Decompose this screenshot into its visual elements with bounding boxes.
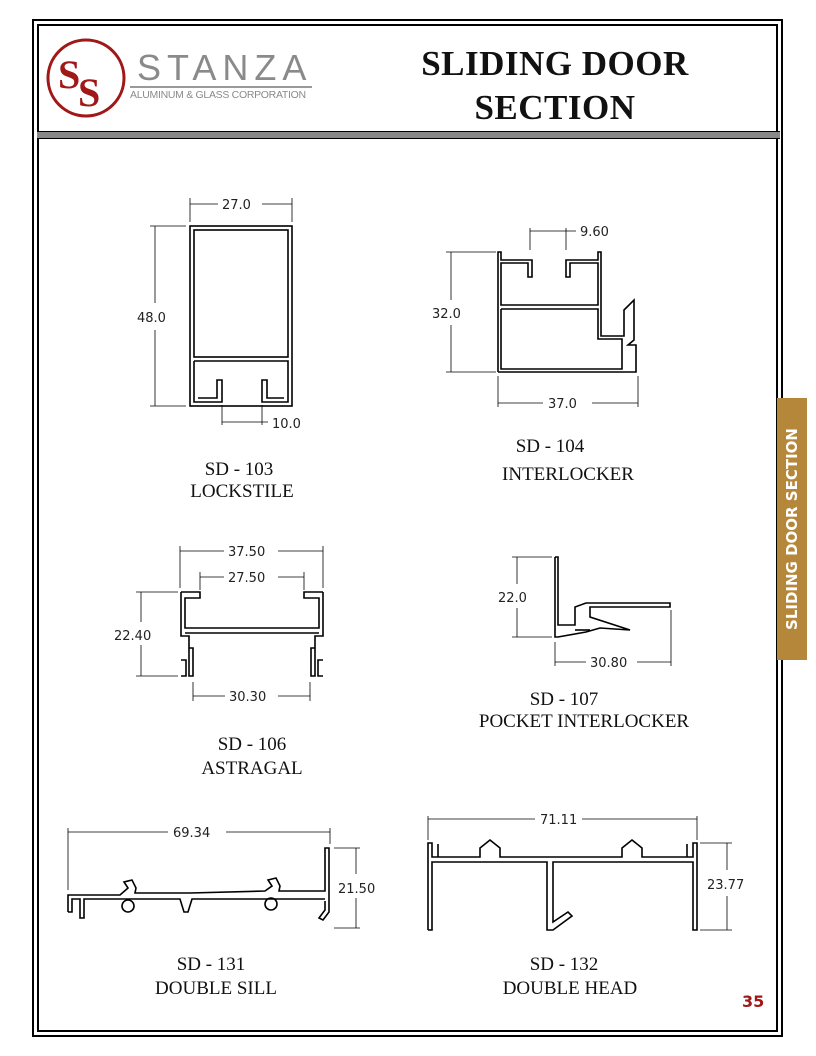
sd-131-drawing: 69.34 21.50	[67, 826, 375, 929]
dim-label: 22.40	[114, 629, 151, 644]
stanza-logo-icon: S S	[46, 38, 126, 118]
section-caption-sd-106: SD - 106 ASTRAGAL	[122, 734, 382, 780]
section-code: SD - 132	[529, 954, 599, 975]
dim-label: 22.0	[498, 591, 527, 606]
section-caption-sd-104: SD - 104 INTERLOCKER	[438, 436, 698, 486]
dim-label: 71.11	[540, 813, 577, 828]
dim-label: 48.0	[137, 311, 166, 326]
section-name: ASTRAGAL	[201, 758, 303, 779]
sd-107-drawing: 22.0 30.80	[498, 556, 672, 671]
side-section-tab: SLIDING DOOR SECTION	[777, 398, 807, 660]
section-code: SD - 103	[204, 459, 274, 480]
profile-outline	[67, 847, 330, 922]
section-code: SD - 106	[217, 734, 287, 755]
profile-outline	[554, 556, 671, 638]
brand-subtitle: ALUMINUM & GLASS CORPORATION	[130, 89, 306, 101]
sd-106-drawing: 37.50 27.50 22.40 30.30	[114, 545, 324, 705]
dim-label: S	[58, 52, 80, 97]
title-line-2: SECTION	[474, 88, 636, 127]
dim-label: 30.80	[590, 656, 627, 671]
page-title: SLIDING DOOR SECTION	[400, 42, 710, 130]
dim-label: 27.50	[228, 571, 265, 586]
dim-label: 30.30	[229, 690, 266, 705]
dim-label: 23.77	[707, 878, 744, 893]
sd-104-drawing: 9.60 32.0 37.0	[432, 225, 639, 412]
dim-label: 9.60	[580, 225, 609, 240]
section-code: SD - 131	[176, 954, 246, 975]
section-name: LOCKSTILE	[190, 481, 294, 502]
section-caption-sd-132: SD - 132 DOUBLE HEAD	[440, 954, 700, 1000]
header-divider	[37, 131, 780, 139]
profile-outline	[121, 899, 135, 913]
profile-outline	[181, 659, 187, 677]
sd-132-drawing: 71.11 23.77	[427, 813, 744, 931]
profile-outline	[68, 898, 325, 919]
dim-label: 10.0	[272, 417, 301, 432]
section-caption-sd-107: SD - 107 POCKET INTERLOCKER	[426, 689, 742, 733]
profile-outline	[264, 897, 278, 911]
section-caption-sd-131: SD - 131 DOUBLE SILL	[86, 954, 346, 1000]
section-name: POCKET INTERLOCKER	[478, 711, 690, 732]
section-code: SD - 107	[529, 689, 599, 710]
profile-outline	[193, 361, 223, 403]
section-name: INTERLOCKER	[502, 464, 634, 485]
dim-label: 27.0	[222, 198, 251, 213]
dim-label: 37.0	[548, 397, 577, 412]
profile-outline	[310, 592, 324, 677]
dim-label: 32.0	[432, 307, 461, 322]
section-name: DOUBLE SILL	[155, 978, 277, 999]
section-caption-sd-103: SD - 103 LOCKSTILE	[112, 459, 372, 503]
section-code: SD - 104	[515, 436, 585, 457]
profile-outline	[193, 229, 289, 358]
profile-outline	[189, 225, 293, 407]
brand-name: STANZA	[137, 47, 313, 88]
profile-outline	[497, 251, 637, 373]
title-line-1: SLIDING DOOR	[421, 44, 689, 83]
section-name: DOUBLE HEAD	[502, 978, 638, 999]
sd-103-drawing: 27.0 48.0 10.0	[137, 198, 301, 432]
dim-label: 69.34	[173, 826, 210, 841]
profile-outline	[500, 308, 623, 370]
dim-label: 21.50	[338, 882, 375, 897]
profile-outline	[194, 360, 289, 403]
profile-outline	[181, 591, 323, 629]
profile-outline	[317, 659, 323, 677]
page-number: 35	[742, 992, 765, 1011]
profile-outline	[46, 38, 126, 118]
brand-underline	[130, 86, 312, 88]
dim-label: 37.50	[228, 545, 265, 560]
profile-outline	[180, 592, 194, 677]
dim-label: S	[78, 70, 100, 115]
profile-outline	[427, 838, 698, 931]
